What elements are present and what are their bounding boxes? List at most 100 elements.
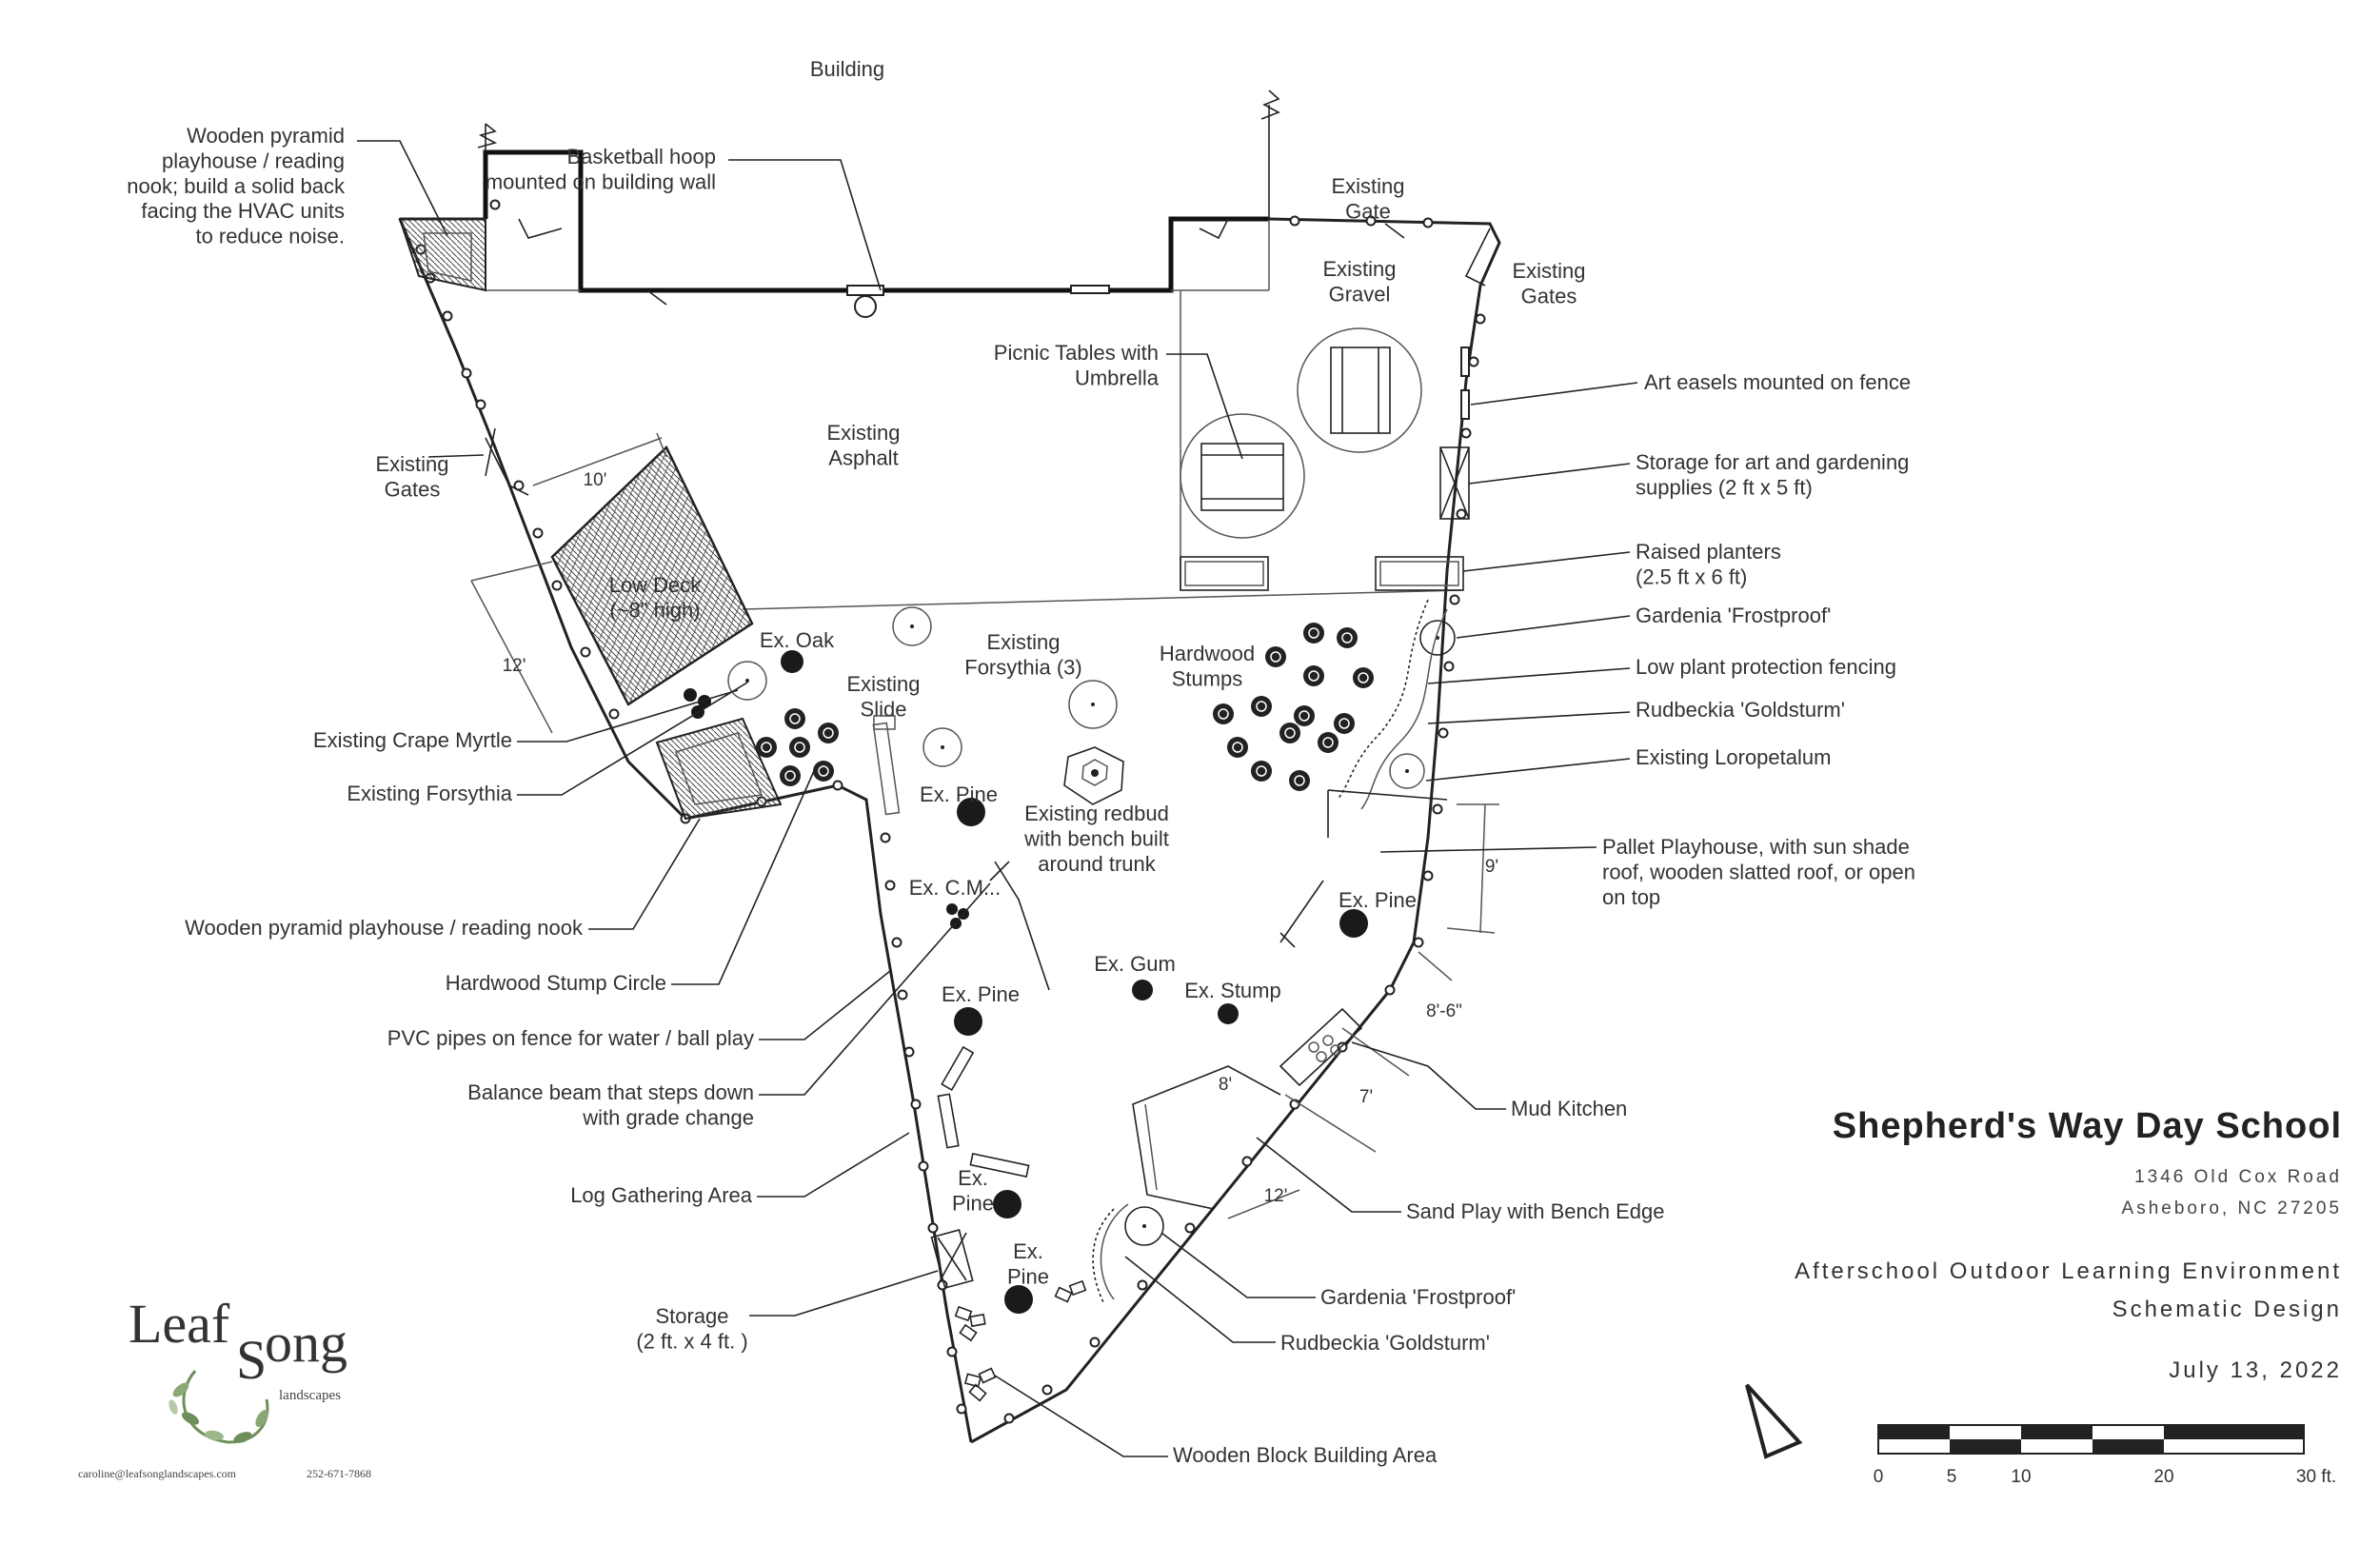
fence-post <box>946 1346 958 1357</box>
fence-post <box>489 199 501 210</box>
text-line: Basketball hoop <box>566 145 716 168</box>
scale-label-30: 30 ft. <box>2296 1467 2336 1487</box>
text-line: Umbrella <box>1075 366 1160 389</box>
address-line-1: 1346 Old Cox Road <box>2134 1167 2342 1187</box>
pyramid-playhouse-bottom <box>655 717 783 821</box>
stump-ring <box>1251 761 1272 782</box>
fence-post <box>910 1099 922 1110</box>
logo-leaf-wreath-icon <box>169 1370 269 1444</box>
text-line: Existing <box>1322 257 1396 281</box>
gardenia-bottom-label: Gardenia 'Frostproof' <box>1320 1285 1516 1309</box>
stump-ring <box>1334 713 1355 734</box>
text-line: Gates <box>385 477 441 501</box>
stump-ring <box>1294 705 1315 726</box>
text-line: playhouse / reading <box>162 149 345 172</box>
fence-post <box>1449 594 1460 605</box>
logo-tagline: landscapes <box>279 1388 341 1403</box>
logo-email: caroline@leafsonglandscapes.com <box>78 1467 237 1480</box>
project-date: July 13, 2022 <box>2169 1357 2342 1383</box>
log-gathering <box>937 1045 1030 1179</box>
low-deck-label: Low Deck(~8" high) <box>609 573 703 622</box>
fence-post <box>1003 1413 1015 1424</box>
logo-word-leaf: Leaf <box>129 1293 230 1355</box>
ex-gum-label: Ex. Gum <box>1094 952 1176 976</box>
art-easel-1 <box>1460 347 1470 377</box>
dim-12ft-bottom: 12' <box>1264 1186 1288 1206</box>
text-line: with bench built <box>1023 826 1169 850</box>
scale-label-0: 0 <box>1874 1467 1884 1487</box>
ex-oak-label: Ex. Oak <box>760 628 835 652</box>
fence-post <box>475 399 486 410</box>
text-line: Asphalt <box>828 446 898 469</box>
fence-post <box>1413 937 1424 948</box>
fence-post <box>1460 427 1472 439</box>
low-plant-fencing-bottom <box>1092 1208 1115 1305</box>
stump-ring <box>1251 696 1272 717</box>
ex-pine-1-label: Ex. Pine <box>920 782 998 806</box>
hardwood-stumps <box>756 623 1374 791</box>
existing-forsythia-label: Existing Forsythia <box>347 782 512 805</box>
dim-10ft: 10' <box>584 470 607 490</box>
leader-lines <box>357 140 1638 1457</box>
text-line: to reduce noise. <box>195 225 345 248</box>
fence-post <box>880 832 891 843</box>
forsythia-shrubs <box>727 606 1118 767</box>
log-gathering-label: Log Gathering Area <box>570 1183 753 1207</box>
text-line: Hardwood <box>1160 642 1255 665</box>
stump-ring <box>780 765 801 786</box>
fence-post <box>551 580 563 591</box>
rudbeckia-top-label: Rudbeckia 'Goldsturm' <box>1636 698 1845 722</box>
ex-pine-4-label: Ex.Pine <box>1007 1239 1049 1288</box>
text-line: Pine <box>1007 1264 1049 1288</box>
text-line: Gates <box>1521 284 1577 307</box>
dim-7ft: 7' <box>1359 1087 1373 1107</box>
text-line: Existing <box>1331 174 1404 198</box>
fence-post <box>461 367 472 379</box>
fence-post <box>903 1046 915 1058</box>
stump-ring <box>1337 627 1358 648</box>
scale-bar: 0 5 10 20 30 ft. <box>1874 1424 2336 1487</box>
text-line: (2 ft. x 4 ft. ) <box>636 1329 747 1353</box>
building-outline <box>477 89 1280 318</box>
logo-word-ong: ong <box>265 1312 347 1374</box>
fence-post <box>532 527 544 539</box>
stump-ring <box>789 737 810 758</box>
ex-gum-tree <box>1132 980 1153 1000</box>
storage-small-label: Storage(2 ft. x 4 ft. ) <box>636 1304 747 1353</box>
logo-letter-s: S <box>236 1329 267 1391</box>
project-phase: Schematic Design <box>2112 1297 2342 1322</box>
ex-cm-cluster <box>946 903 969 929</box>
text-line: supplies (2 ft x 5 ft) <box>1636 475 1813 499</box>
rudbeckia-bottom-label: Rudbeckia 'Goldsturm' <box>1280 1331 1490 1355</box>
dim-12ft-left: 12' <box>503 656 526 676</box>
text-line: (~8" high) <box>609 598 700 622</box>
sand-play-label: Sand Play with Bench Edge <box>1406 1199 1665 1223</box>
raised-planter-2 <box>1375 556 1464 591</box>
right-dimensions <box>1227 803 1499 1219</box>
picnic-table-2 <box>1297 327 1422 453</box>
logo-phone: 252-671-7868 <box>307 1467 371 1480</box>
dim-8ft-6in: 8'-6" <box>1426 1001 1462 1021</box>
gardenia-top-label: Gardenia 'Frostproof' <box>1636 604 1831 627</box>
text-line: roof, wooden slatted roof, or open <box>1602 860 1915 883</box>
stump-ring <box>1227 737 1248 758</box>
stump-ring <box>1303 623 1324 644</box>
fence-post <box>927 1222 939 1234</box>
ex-stump-label: Ex. Stump <box>1184 979 1280 1002</box>
text-line: Gravel <box>1329 282 1391 306</box>
ex-pine-tree-4 <box>1004 1285 1033 1314</box>
fence-post <box>1289 215 1300 227</box>
school-name: Shepherd's Way Day School <box>1833 1106 2342 1146</box>
asphalt-edge <box>742 589 1462 610</box>
leafsong-logo: Leaf S ong landscapes caroline@leafsongl… <box>78 1293 371 1480</box>
rudbeckia-bed-top <box>1360 608 1448 810</box>
text-line: Picnic Tables with <box>994 341 1159 365</box>
